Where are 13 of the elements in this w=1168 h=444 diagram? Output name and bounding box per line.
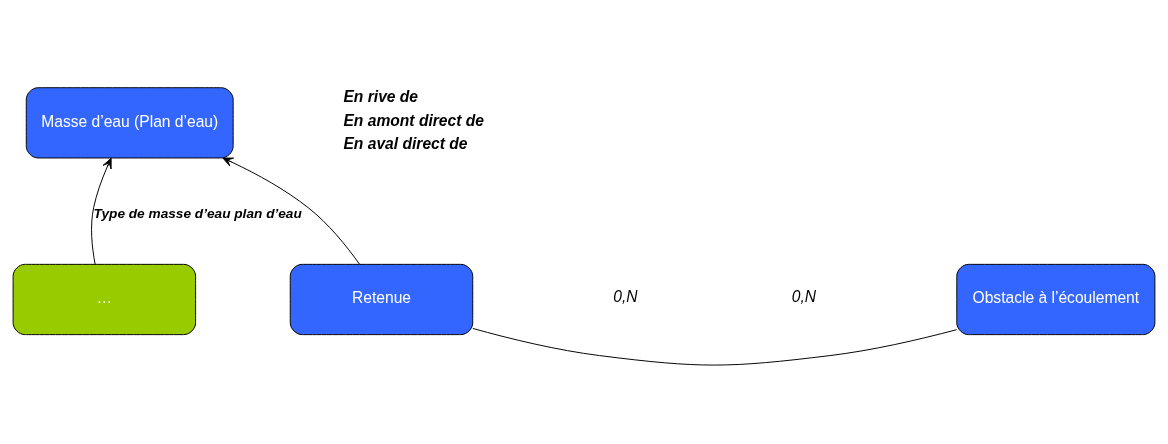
label: 0,N	[791, 287, 817, 305]
edge-label: Type de masse d’eau plan d’eau	[93, 205, 302, 221]
node-box: Retenue	[289, 263, 474, 335]
node-box: …	[12, 263, 197, 335]
label: 0,N	[613, 287, 638, 305]
arrow	[91, 157, 112, 265]
label: En amont direct de	[343, 111, 484, 129]
label: En aval direct de	[343, 134, 468, 152]
label: En rive de	[343, 87, 419, 105]
node-box: Masse d’eau (Plan d’eau)	[25, 86, 234, 158]
connector	[472, 327, 958, 366]
node-box: Obstacle à l’écoulement	[956, 263, 1156, 335]
arrow	[222, 157, 361, 265]
